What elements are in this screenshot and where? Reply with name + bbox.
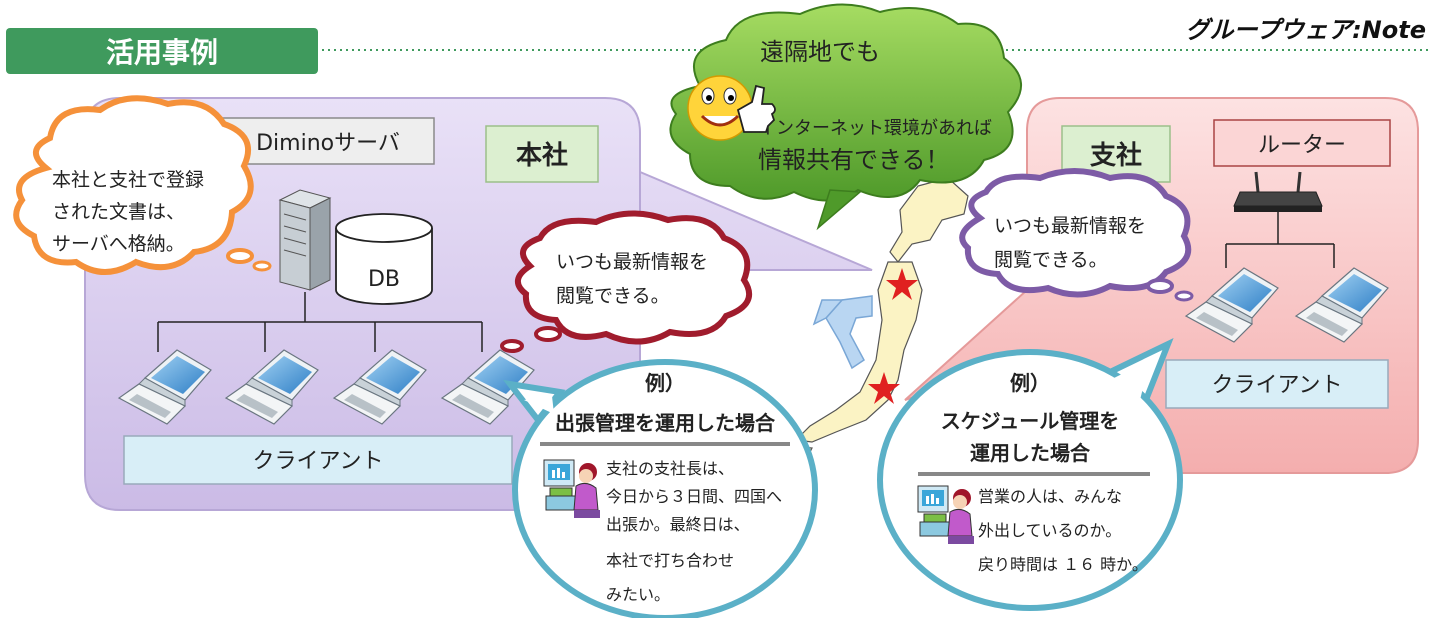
- trip-example-bubble: 例） 出張管理を運用した場合 支社の支社長は、 今日から３日間、四国へ 出張か。…: [502, 359, 818, 618]
- bubble-line: サーバへ格納。: [52, 233, 185, 255]
- section-header: 活用事例 グループウェア:Note: [6, 8, 1429, 74]
- example-line: 本社で打ち合わせ: [606, 551, 734, 570]
- bubble-line: 閲覧できる。: [556, 285, 670, 307]
- hokkaido-shape: [889, 177, 969, 263]
- smiley-icon: [687, 75, 753, 141]
- office-worker-icon: [543, 459, 601, 519]
- office-worker-icon: [917, 485, 975, 545]
- bubble-dot: [534, 326, 562, 342]
- bubble-dot: [500, 339, 524, 353]
- sync-arrow-icon: [825, 295, 873, 370]
- example-heading: 例）: [1010, 371, 1050, 395]
- example-line: 外出しているのか。: [978, 521, 1121, 540]
- bubble-line: された文書は、: [52, 201, 185, 223]
- database-icon: DB: [335, 213, 433, 305]
- example-line: 今日から３日間、四国へ: [606, 487, 782, 506]
- cloud-line-2: インターネット環境があれば: [758, 118, 992, 139]
- router-icon: [1233, 171, 1323, 212]
- router-label: ルーター: [1258, 133, 1346, 158]
- bubble-shape: [515, 210, 752, 345]
- honsha-label: 本社: [516, 140, 568, 171]
- honsha-client-label: クライアント: [252, 449, 383, 474]
- star-icon: [886, 268, 918, 300]
- bubble-dot: [226, 248, 254, 264]
- db-label: DB: [368, 267, 400, 292]
- honshu-shape: [794, 261, 923, 443]
- brand-backdrop: [1200, 8, 1429, 46]
- cloud-line-3: 情報共有できる！: [758, 146, 950, 174]
- shisha-view-thought-bubble: いつも最新情報を 閲覧できる。: [959, 168, 1194, 302]
- cloud-tail: [816, 189, 862, 231]
- section-title-bar: [6, 28, 318, 74]
- bubble-dot: [252, 260, 272, 272]
- shisha-client-label: クライアント: [1211, 373, 1342, 398]
- shisha-client-box: [1165, 359, 1389, 409]
- router-label-box: [1213, 119, 1391, 167]
- example-title: スケジュール管理を: [941, 409, 1120, 433]
- honsha-label-box: [485, 125, 599, 183]
- bubble-shape: [13, 95, 254, 275]
- honsha-network-lines: [157, 292, 483, 352]
- bubble-shape: [959, 168, 1192, 298]
- bubble-line: いつも最新情報を: [556, 251, 708, 273]
- sync-arrow-head: [812, 299, 844, 326]
- bubble-line: 本社と支社で登録: [52, 169, 204, 191]
- schedule-example-bubble: 例） スケジュール管理を 運用した場合 営業の人は、みんな 外出しているのか。 …: [877, 337, 1183, 611]
- section-title: 活用事例: [106, 36, 218, 69]
- honsha-view-thought-bubble: いつも最新情報を 閲覧できる。: [500, 210, 752, 353]
- honsha-client-box: [123, 435, 513, 485]
- example-heading: 例）: [645, 371, 685, 395]
- bubble-tail-join: [524, 396, 554, 414]
- example-line: 支社の支社長は、: [606, 459, 734, 478]
- example-title: 運用した場合: [970, 441, 1091, 465]
- server-tower-icon: [278, 189, 332, 291]
- example-line: 戻り時間は １６ 時か。: [978, 555, 1148, 574]
- server-label: Diminoサーバ: [256, 131, 400, 156]
- example-line: 出張か。最終日は、: [606, 515, 750, 534]
- example-title: 出張管理を運用した場合: [555, 411, 776, 435]
- cloud-line-1: 遠隔地でも: [760, 38, 880, 66]
- cloud-shape: [669, 3, 1023, 202]
- bubble-tail-join: [1110, 360, 1150, 400]
- honsha-panel: Diminoサーバ 本社 DB: [84, 97, 873, 511]
- bubble-line: 閲覧できる。: [994, 249, 1108, 271]
- example-line: 営業の人は、みんな: [978, 487, 1122, 506]
- brand-title: グループウェア:Note: [1186, 16, 1426, 44]
- storage-thought-bubble: 本社と支社で登録 された文書は、 サーバへ格納。: [13, 95, 272, 275]
- callout-cloud: 遠隔地でも インターネット環境があれば 情報共有できる！: [669, 3, 1023, 231]
- shisha-network-lines: [1225, 212, 1335, 268]
- bubble-shape: [512, 359, 818, 618]
- thumbs-up-icon: [736, 84, 776, 133]
- bubble-line: いつも最新情報を: [994, 215, 1146, 237]
- bubble-dot: [1174, 290, 1194, 302]
- bubble-dot: [1146, 278, 1174, 294]
- shisha-label: 支社: [1090, 140, 1142, 171]
- star-icon: [868, 372, 900, 404]
- example-line: みたい。: [606, 585, 670, 604]
